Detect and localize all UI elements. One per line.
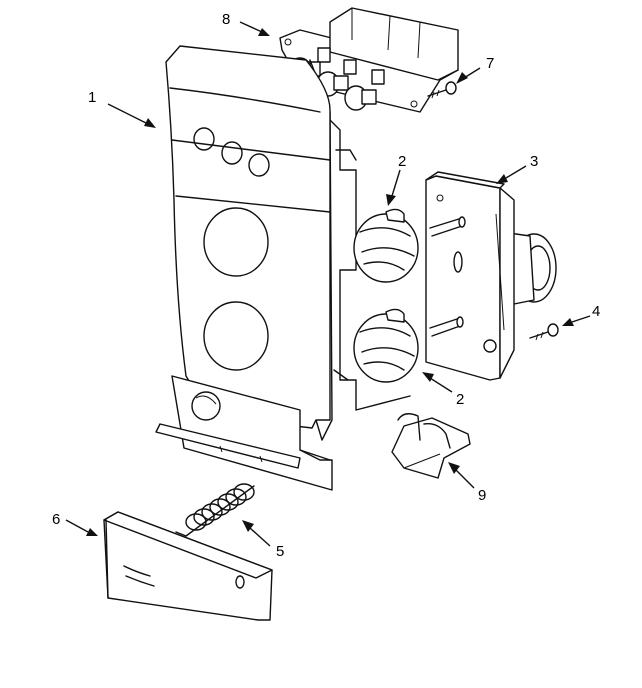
part-screw-right	[529, 323, 559, 341]
part-control-panel	[155, 45, 333, 491]
callout-4: 4	[592, 303, 600, 320]
push-button	[344, 85, 377, 111]
callout-6: 6	[52, 511, 60, 528]
callout-2-lower: 2	[456, 391, 464, 408]
part-door-cover	[103, 511, 273, 621]
knob-opening-upper	[203, 207, 269, 277]
part-backing-panel	[329, 119, 411, 411]
part-knob-upper	[353, 208, 419, 283]
callout-7: 7	[486, 55, 494, 72]
callout-labels: 1 2 2 3 4 5 6 7 8 9	[52, 11, 600, 560]
indicator-hole	[221, 141, 243, 165]
callout-9: 9	[478, 487, 486, 504]
callout-1: 1	[88, 89, 96, 106]
shaft-upper	[429, 216, 466, 237]
shaft-lower	[429, 316, 464, 337]
indicator-hole	[193, 127, 215, 151]
part-screw-top	[427, 81, 457, 99]
callout-8: 8	[222, 11, 230, 28]
part-knob-lower	[353, 308, 419, 383]
callout-3: 3	[530, 153, 538, 170]
part-latch	[391, 413, 471, 479]
part-timer-bracket	[425, 171, 557, 381]
knob-opening-lower	[203, 301, 269, 371]
callout-arrows	[65, 21, 591, 547]
indicator-hole	[248, 153, 270, 177]
callout-5: 5	[276, 543, 284, 560]
callout-2-upper: 2	[398, 153, 406, 170]
part-spring	[175, 483, 255, 537]
